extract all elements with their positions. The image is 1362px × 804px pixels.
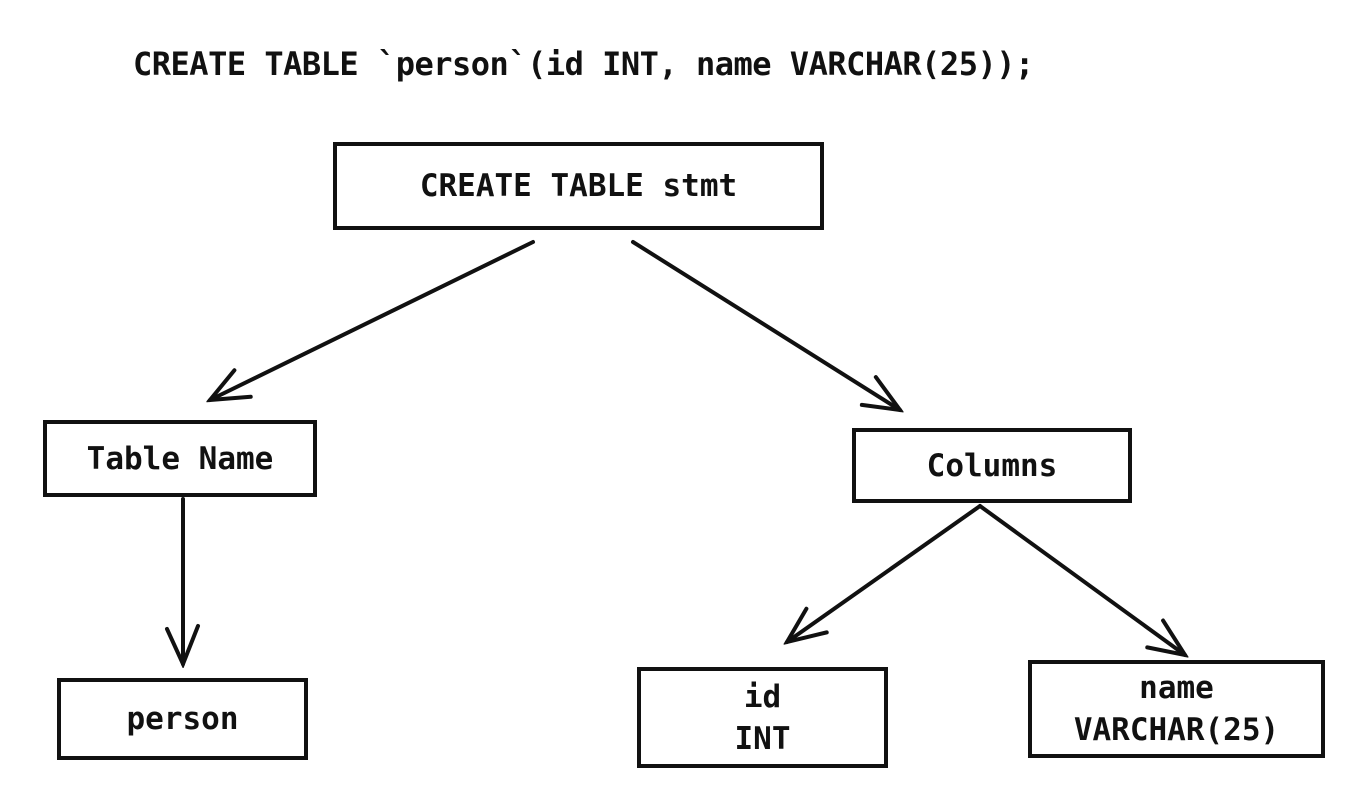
node-person: person <box>57 678 308 760</box>
node-columns: Columns <box>852 428 1132 503</box>
node-label: person <box>126 701 239 737</box>
node-label-line1: name <box>1139 670 1214 706</box>
node-label: CREATE TABLE stmt <box>419 168 738 204</box>
node-label-line1: id <box>743 678 782 715</box>
sql-statement-text: CREATE TABLE `person`(id INT, name VARCH… <box>133 45 1034 83</box>
node-label: Table Name <box>86 440 274 477</box>
node-label-line2: VARCHAR(25) <box>1073 712 1280 748</box>
node-table-name: Table Name <box>43 420 317 497</box>
edge-stmt-to-columns <box>631 240 900 410</box>
edge-columns-to-id_col <box>787 504 982 642</box>
node-label: Columns <box>926 447 1058 484</box>
node-id-int: id INT <box>637 667 888 768</box>
node-create-table-stmt: CREATE TABLE stmt <box>333 142 824 230</box>
edge-stmt-to-table_name <box>210 240 535 400</box>
edge-columns-to-name_col <box>978 504 1185 655</box>
node-name-varchar: name VARCHAR(25) <box>1028 660 1325 758</box>
node-label-line2: INT <box>734 720 791 757</box>
